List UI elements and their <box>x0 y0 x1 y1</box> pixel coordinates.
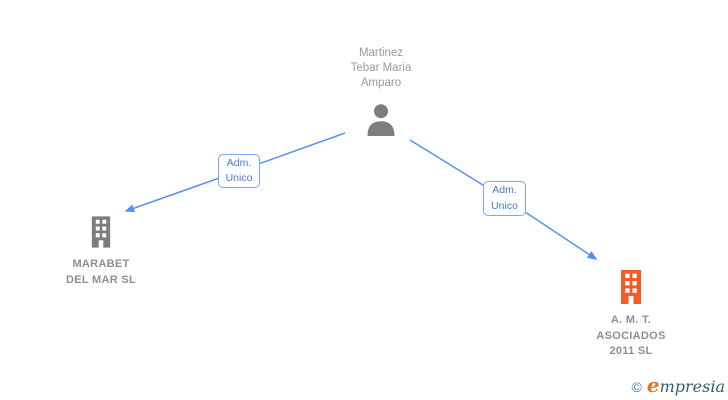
building-icon <box>621 270 641 304</box>
empresia-watermark: © e mpresia <box>632 373 725 397</box>
company-name-marabet: MARABET DEL MAR SL <box>65 258 137 286</box>
copyright-icon: © <box>631 379 642 395</box>
edge-label-adm-unico-left: Adm. Unico <box>218 154 260 188</box>
brand-name: mpresia <box>659 377 725 396</box>
person-node[interactable]: Martinez Tebar Maria Amparo <box>301 46 461 136</box>
brand-initial: e <box>646 373 660 397</box>
person-icon <box>367 104 395 136</box>
company-name-asociados: A. M. T. ASOCIADOS 2011 SL <box>596 314 666 357</box>
company-node-asociados[interactable]: A. M. T. ASOCIADOS 2011 SL <box>559 270 703 360</box>
building-icon <box>91 216 111 248</box>
edge-label-adm-unico-right: Adm. Unico <box>483 181 526 216</box>
person-name: Martinez Tebar Maria Amparo <box>350 47 412 89</box>
company-node-marabet[interactable]: MARABET DEL MAR SL <box>29 215 173 288</box>
